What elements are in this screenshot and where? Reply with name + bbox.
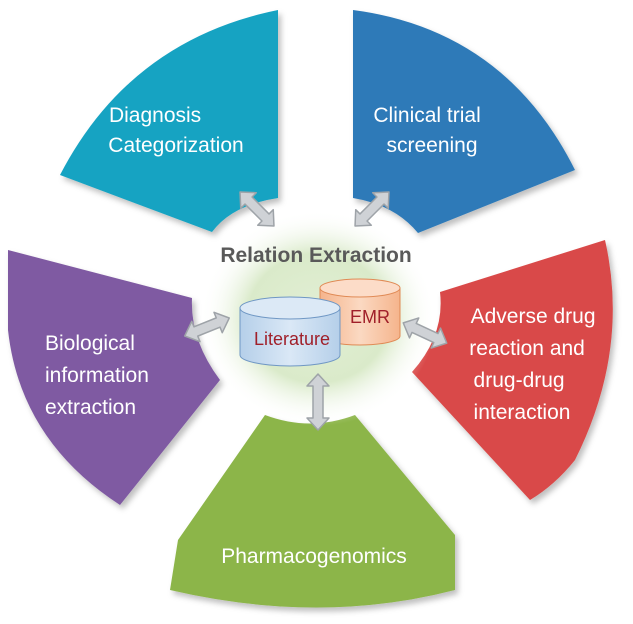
segment-label-adverse: Adverse drug reaction and drug-drug inte… (469, 305, 601, 424)
arrow-pharma (306, 373, 330, 431)
segment-clinical (353, 10, 575, 233)
arrow-clinical (354, 191, 390, 227)
arrow-biological (183, 311, 231, 343)
arrow-diagnosis (239, 191, 275, 227)
literature-label: Literature (254, 329, 330, 349)
segment-label-biological: Biological information extraction (45, 332, 155, 419)
segment-biological (8, 250, 220, 505)
segment-adverse (412, 240, 613, 500)
segment-diagnosis (60, 10, 278, 232)
center-title: Relation Extraction (220, 244, 411, 267)
literature-cylinder: Literature (239, 296, 341, 367)
segment-label-pharma: Pharmacogenomics (221, 545, 407, 568)
emr-label: EMR (350, 307, 390, 327)
segment-label-clinical: Clinical trial screening (373, 104, 486, 157)
segment-pharma (170, 415, 455, 608)
arrow-adverse (402, 317, 448, 349)
segment-label-diagnosis: Diagnosis Categorization (108, 104, 243, 157)
